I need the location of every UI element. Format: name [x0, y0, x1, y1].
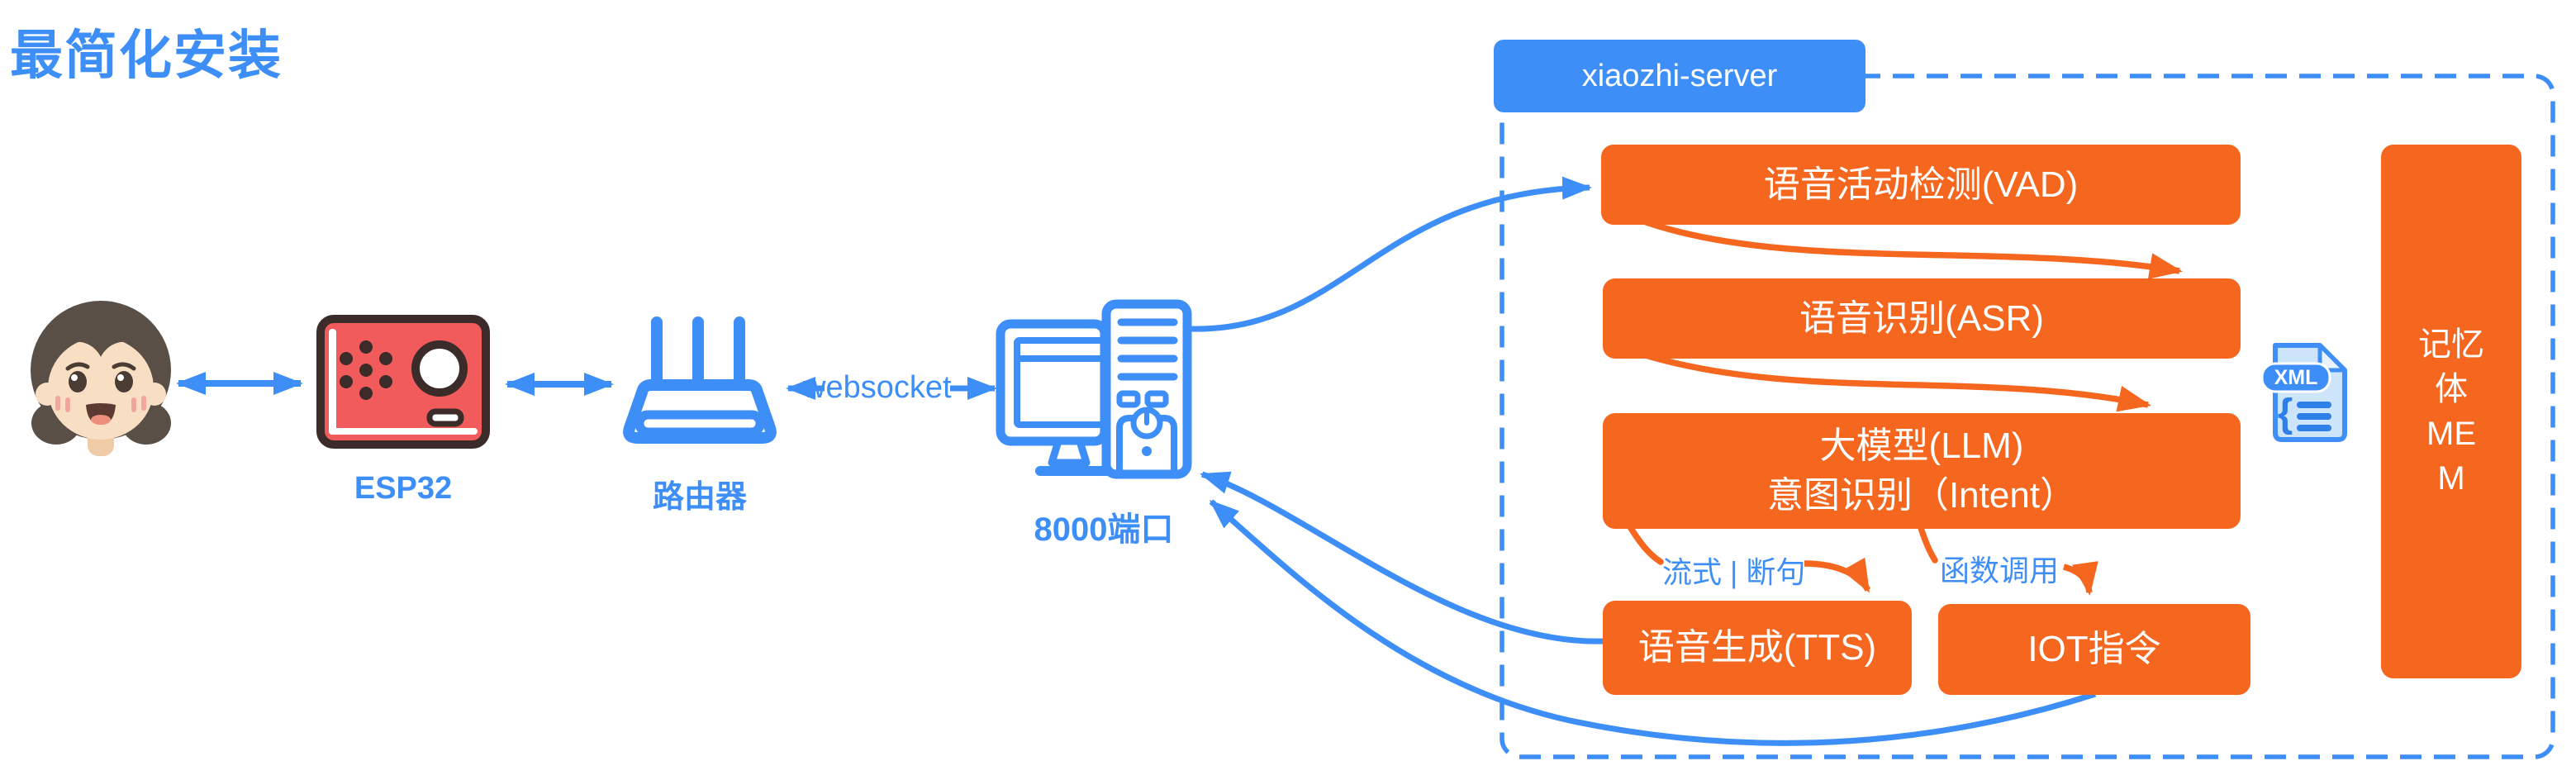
arrow-iot-to-server — [1209, 499, 2097, 746]
function-call-label: 函数调用 — [1940, 554, 2060, 587]
server-computer-icon — [996, 299, 1192, 479]
esp32-label: ESP32 — [354, 471, 453, 506]
xml-badge-text: XML — [2274, 366, 2318, 389]
vad-box: 语音活动检测(VAD) — [1601, 145, 2241, 225]
iot-box: IOT指令 — [1938, 604, 2250, 695]
arrow-function-to-iot — [2062, 561, 2098, 596]
asr-box: 语音识别(ASR) — [1603, 278, 2241, 359]
router-icon — [623, 316, 777, 444]
server-dashed-border — [1499, 74, 2555, 759]
arrow-stream-to-tts — [1804, 557, 1871, 593]
edge-llm-to-function-label — [1917, 522, 1938, 564]
server-tab: xiaozhi-server — [1494, 40, 1865, 112]
router-label: 路由器 — [652, 480, 747, 515]
llm-line2: 意图识别（Intent） — [1766, 475, 2077, 516]
llm-line1: 大模型(LLM) — [1819, 426, 2024, 467]
stream-segment-label: 流式 | 断句 — [1662, 555, 1806, 589]
edge-llm-to-stream-label — [1626, 522, 1664, 565]
arrow-asr-to-llm — [1644, 352, 2151, 412]
xml-file-icon: XML { — [2260, 343, 2347, 442]
user-avatar-icon — [31, 301, 171, 456]
svg-text:{: { — [2278, 392, 2293, 435]
arrow-tts-to-server — [1200, 471, 1605, 644]
arrow-vad-to-asr — [1637, 216, 2183, 279]
memory-box: 记忆 体 ME M — [2381, 145, 2521, 678]
esp32-device-icon — [316, 315, 490, 449]
server-port-label: 8000端口 — [1034, 511, 1174, 548]
tts-box: 语音生成(TTS) — [1603, 601, 1912, 695]
page-title: 最简化安装 — [10, 26, 283, 85]
websocket-label: websocket — [803, 370, 952, 405]
arrow-server-to-vad — [1191, 176, 1592, 332]
llm-box: 大模型(LLM) 意图识别（Intent） — [1603, 413, 2241, 529]
